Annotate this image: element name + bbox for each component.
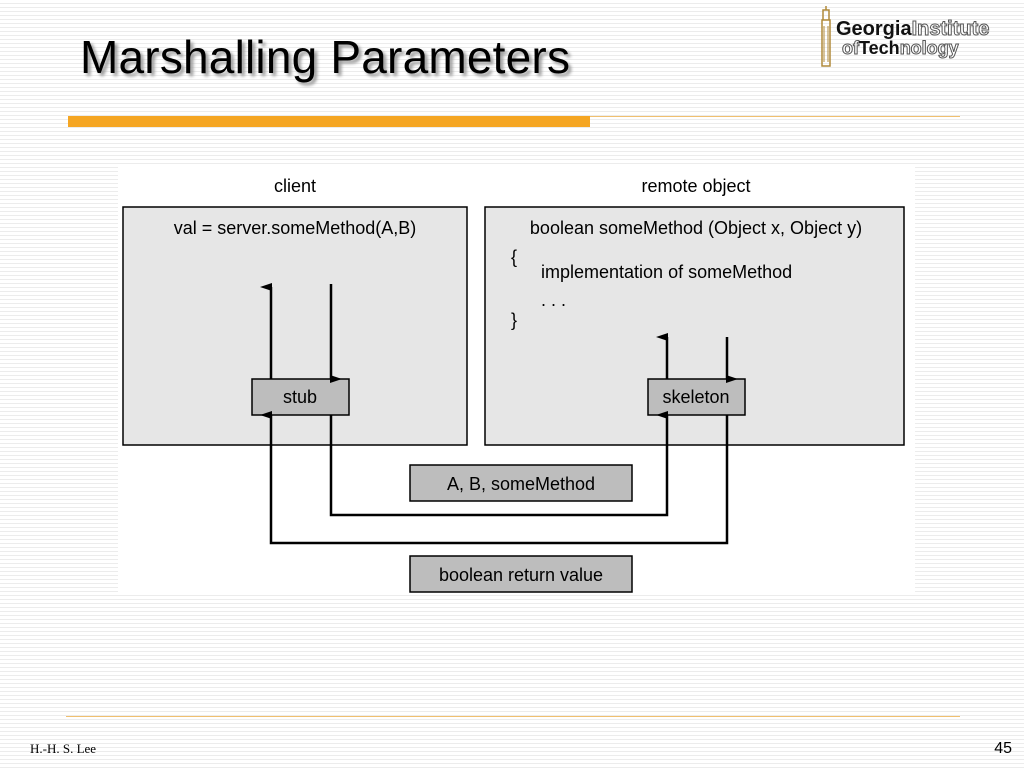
response-path-arrow	[260, 411, 729, 545]
return-message-box	[409, 555, 633, 593]
logo-georgia: Georgia	[836, 18, 912, 40]
skeleton-box	[647, 378, 746, 416]
tower-icon	[821, 6, 831, 67]
page-number: 45	[994, 740, 1012, 757]
footer-author: H.-H. S. Lee	[30, 741, 97, 756]
client-label: client	[274, 176, 316, 196]
logo-institute: Institute	[911, 18, 990, 41]
params-message-label: A, B, someMethod	[447, 474, 595, 494]
remote-object-label: remote object	[641, 176, 750, 196]
logo-of: of	[842, 38, 860, 59]
marshalling-diagram: client remote object val = server.someMe…	[118, 165, 915, 593]
client-call-text: val = server.someMethod(A,B)	[174, 218, 417, 238]
logo-nology: nology	[899, 38, 959, 59]
stub-box	[251, 378, 350, 416]
params-message-box	[409, 464, 633, 502]
stub-label: stub	[283, 387, 317, 407]
implementation-text: implementation of someMethod	[541, 262, 792, 282]
footer-divider	[66, 716, 960, 717]
request-path-arrow	[329, 411, 669, 517]
ellipsis-text: . . .	[541, 290, 566, 310]
open-brace: {	[511, 247, 517, 267]
return-message-label: boolean return value	[439, 565, 603, 585]
close-brace: }	[511, 310, 517, 330]
georgia-tech-logo: GeorgiaInstitute ofTechnology	[818, 4, 1018, 70]
slide-title: Marshalling Parameters	[80, 31, 571, 83]
title-accent-bar	[68, 116, 590, 127]
remote-signature-text: boolean someMethod (Object x, Object y)	[530, 218, 862, 238]
skeleton-label: skeleton	[662, 387, 729, 407]
logo-tech: Tech	[859, 38, 900, 58]
